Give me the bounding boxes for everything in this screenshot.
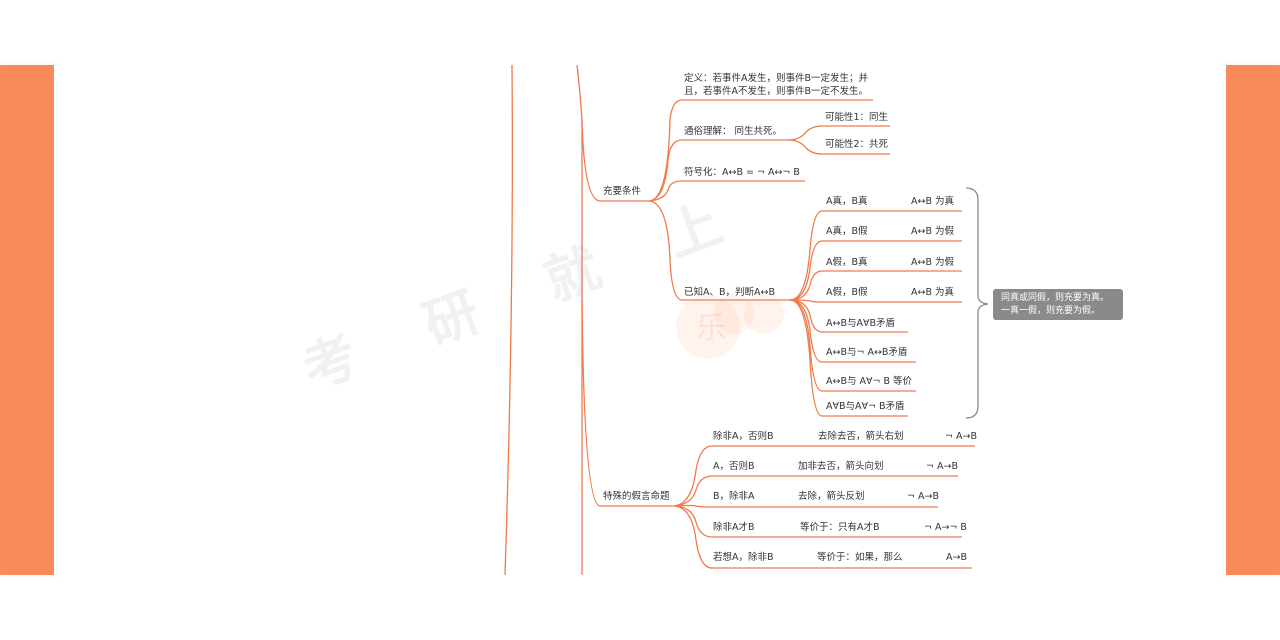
node-relation-1[interactable]: A↔B与A∀B矛盾 [826, 318, 895, 329]
node-case-1[interactable]: A真，B真 [826, 196, 868, 207]
node-special-result-1[interactable]: ¬ A→B [945, 431, 977, 442]
connector-possibility2 [787, 139, 890, 155]
callout-line-1: 同真或同假，则充要为真。 [1001, 293, 1110, 303]
node-relation-3[interactable]: A↔B与 A∀¬ B 等价 [826, 376, 913, 387]
connector-special-3 [674, 504, 938, 508]
trunk-line-outer [504, 64, 514, 576]
node-special-rule-1[interactable]: 去除去否，箭头右划 [818, 431, 904, 442]
connector-special-4 [674, 505, 962, 538]
watermark-logo-text: 乐 [696, 311, 726, 346]
node-special-result-2[interactable]: ¬ A→B [926, 461, 958, 472]
connector-special-1 [674, 445, 975, 507]
left-accent-band [0, 65, 54, 575]
node-special-conditional[interactable]: 特殊的假言命题 [603, 491, 670, 502]
connector-row-2 [789, 240, 962, 301]
node-special-rule-3[interactable]: 去除，箭头反划 [798, 491, 865, 502]
connector-rel-1 [789, 299, 908, 333]
connector-row-3 [789, 270, 962, 301]
connector-special-5 [674, 505, 972, 569]
node-known-a-b[interactable]: 已知A、B，判断A↔B [684, 287, 775, 298]
connector-rel-3 [789, 299, 916, 392]
connector-rel-4 [789, 299, 908, 417]
node-special-form-4[interactable]: 除非A才B [713, 522, 755, 533]
node-result-3[interactable]: A↔B 为假 [911, 257, 954, 268]
callout-line-2: 一真一假，则充要为假。 [1001, 306, 1101, 316]
node-special-rule-2[interactable]: 加非去否，箭头向划 [798, 461, 884, 472]
node-special-form-5[interactable]: 若想A，除非B [713, 552, 774, 563]
node-special-form-2[interactable]: A，否则B [713, 461, 755, 472]
node-special-result-5[interactable]: A→B [946, 552, 967, 563]
node-special-result-3[interactable]: ¬ A→B [907, 491, 939, 502]
connector-special-2 [674, 475, 958, 507]
node-special-result-4[interactable]: ¬ A→¬ B [924, 522, 967, 533]
node-sufficient-condition[interactable]: 充要条件 [603, 186, 642, 197]
mindmap-canvas[interactable] [54, 65, 1226, 575]
trunk-line-inner [576, 64, 583, 575]
node-special-form-1[interactable]: 除非A，否则B [713, 431, 774, 442]
node-definition[interactable]: 定义：若事件A发生，则事件B一定发生；并且，若事件A不发生，则事件B一定不发生。 [684, 73, 869, 97]
node-result-1[interactable]: A↔B 为真 [911, 196, 954, 207]
connector-rel-2 [789, 299, 916, 363]
connector-known [649, 200, 790, 301]
summary-callout[interactable]: 同真或同假，则充要为真。 一真一假，则充要为假。 [993, 289, 1123, 320]
connector-row-4 [789, 299, 962, 303]
node-result-2[interactable]: A↔B 为假 [911, 226, 954, 237]
node-special-form-3[interactable]: B，除非A [713, 491, 755, 502]
node-case-2[interactable]: A真，B假 [826, 226, 868, 237]
node-popular-understanding[interactable]: 通俗理解： 同生共死。 [684, 126, 783, 137]
connector-popular [649, 139, 788, 202]
connector-special [581, 299, 675, 507]
node-special-rule-4[interactable]: 等价于：只有A才B [800, 522, 880, 533]
node-relation-4[interactable]: A∀B与A∀¬ B矛盾 [826, 401, 905, 412]
connector-definition [649, 99, 873, 202]
node-possibility-1[interactable]: 可能性1：同生 [825, 112, 889, 123]
node-case-3[interactable]: A假，B真 [826, 257, 868, 268]
right-accent-band [1226, 65, 1280, 575]
node-special-rule-5[interactable]: 等价于：如果，那么 [817, 552, 903, 563]
node-relation-2[interactable]: A↔B与¬ A↔B矛盾 [826, 347, 908, 358]
node-symbolization[interactable]: 符号化：A↔B = ¬ A↔¬ B [684, 167, 800, 178]
connector-symbol [649, 180, 805, 202]
connector-possibility1 [787, 125, 890, 141]
summary-bracket [965, 187, 989, 419]
node-possibility-2[interactable]: 可能性2：共死 [825, 139, 889, 150]
node-result-4[interactable]: A↔B 为真 [911, 287, 954, 298]
watermark-logo: 乐 [676, 294, 784, 359]
connector-row-1 [789, 210, 962, 301]
connector-sufficient [581, 119, 650, 202]
node-case-4[interactable]: A假，B假 [826, 287, 868, 298]
